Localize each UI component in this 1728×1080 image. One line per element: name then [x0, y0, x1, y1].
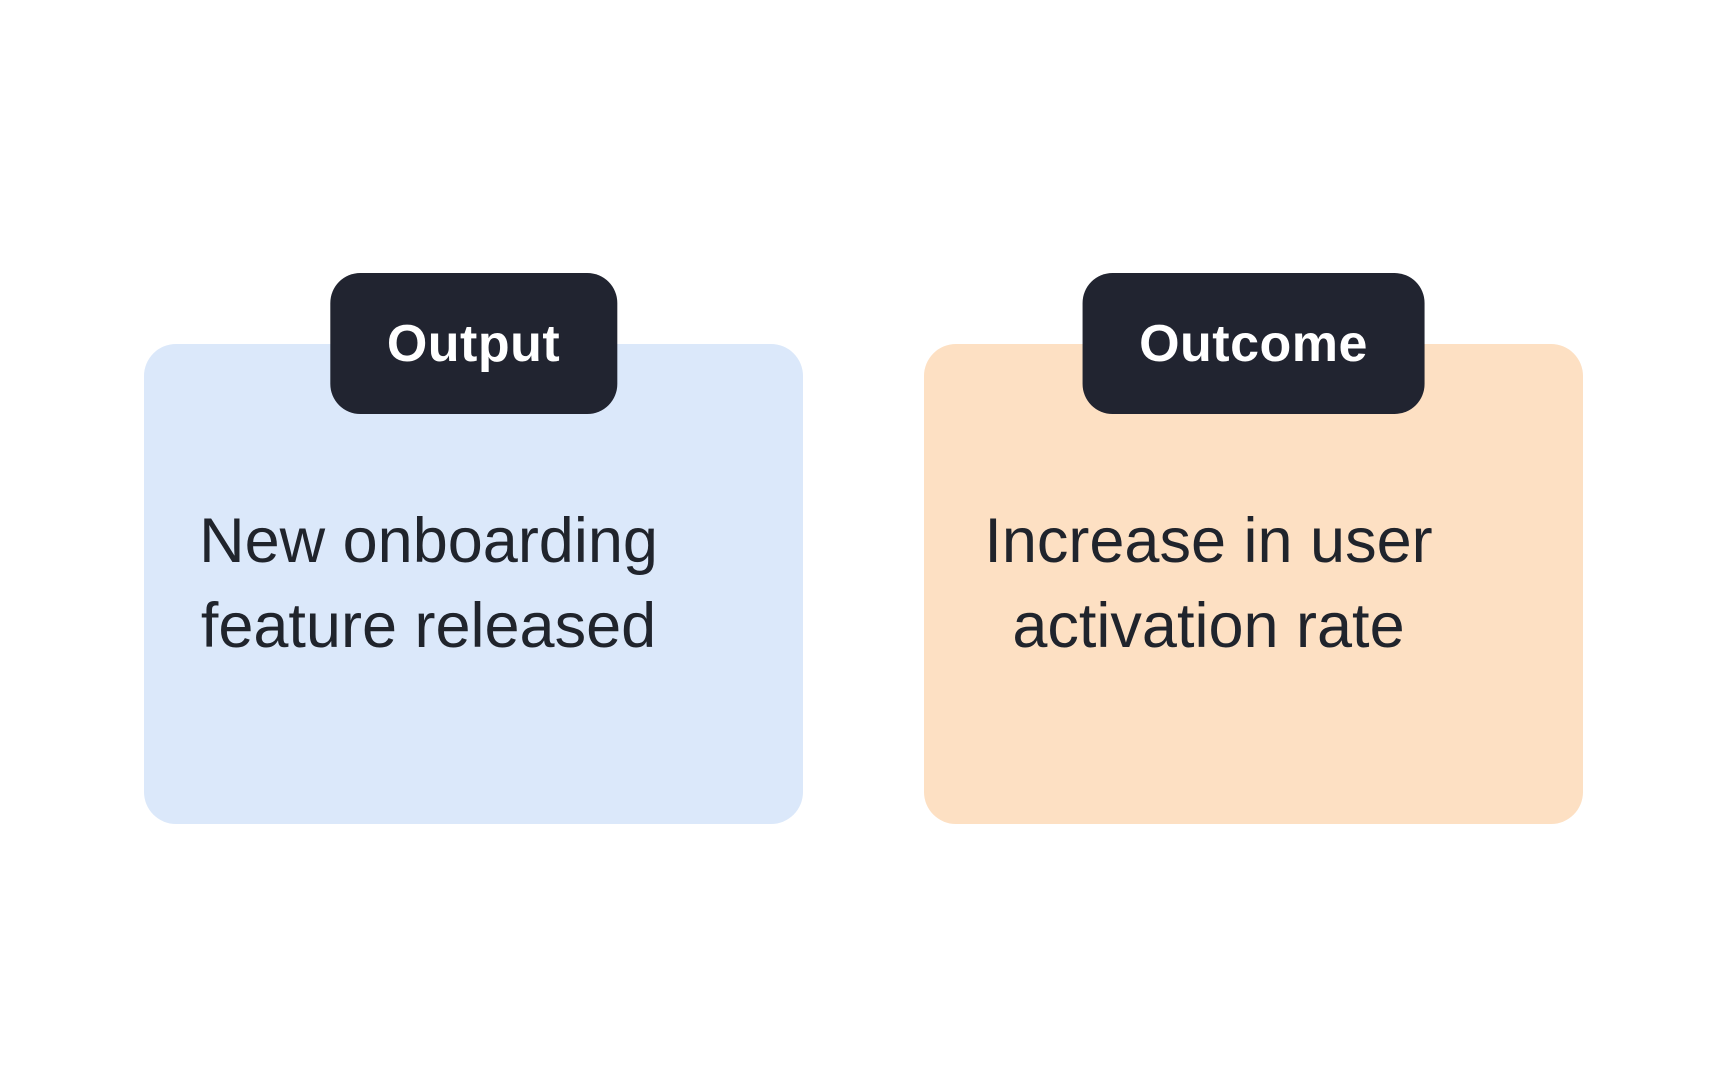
output-card: Output New onboarding feature released	[144, 273, 803, 824]
outcome-card-text: Increase in user activation rate	[924, 499, 1583, 669]
outcome-text-line-1: Increase in user	[984, 506, 1433, 576]
output-text-line-2: feature released	[200, 591, 657, 661]
outcome-text-line-2: activation rate	[1012, 591, 1405, 661]
output-card-text: New onboarding feature released	[144, 499, 803, 669]
output-text-line-1: New onboarding	[199, 506, 658, 576]
outcome-badge: Outcome	[1082, 273, 1425, 414]
outcome-card: Outcome Increase in user activation rate	[924, 273, 1583, 824]
output-badge-label: Output	[386, 314, 561, 373]
output-badge: Output	[329, 273, 618, 414]
outcome-badge-label: Outcome	[1139, 314, 1368, 373]
